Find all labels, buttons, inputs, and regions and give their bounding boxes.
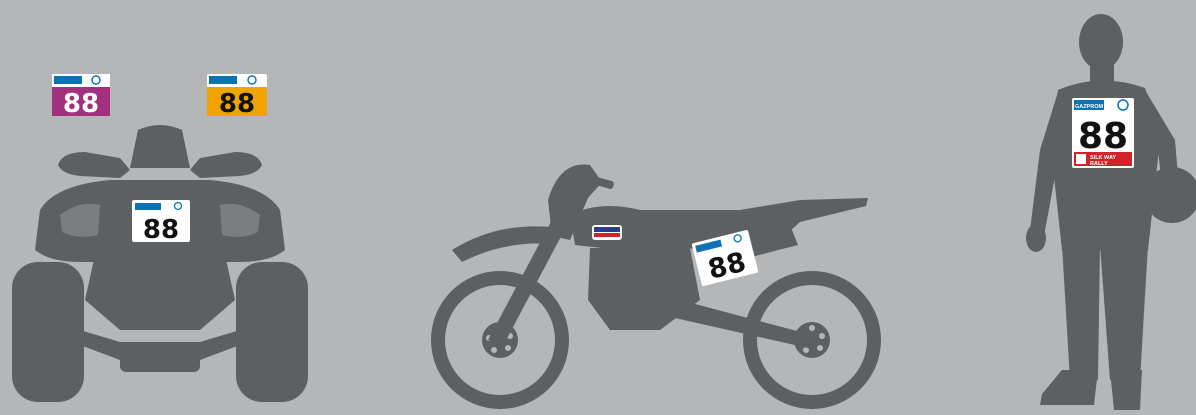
tank-badge <box>592 225 622 240</box>
sponsor-logo-icon <box>135 203 161 210</box>
plate-number-quad: 88 <box>143 215 179 245</box>
number-plate-magenta: 88 <box>52 74 110 119</box>
number-plate-yellow: 88 <box>207 74 267 119</box>
rally-banner-line2: RALLY <box>1090 161 1108 167</box>
motorcycle-silhouette <box>438 164 874 402</box>
plate-number-magenta: 88 <box>63 89 99 119</box>
sponsor-logo-text: GAZPROM <box>1075 104 1104 110</box>
sponsor-logo-icon <box>54 76 82 84</box>
plate-number-yellow: 88 <box>219 89 255 119</box>
sponsor-logo-icon <box>209 76 237 84</box>
plate-number-rider: 88 <box>1078 116 1128 157</box>
quad-bike-silhouette <box>12 125 308 402</box>
number-plate-rider: GAZPROM 88 SILK WAY RALLY <box>1072 98 1134 168</box>
number-plate-quad: 88 <box>132 200 190 245</box>
rider-silhouette <box>1026 14 1196 410</box>
